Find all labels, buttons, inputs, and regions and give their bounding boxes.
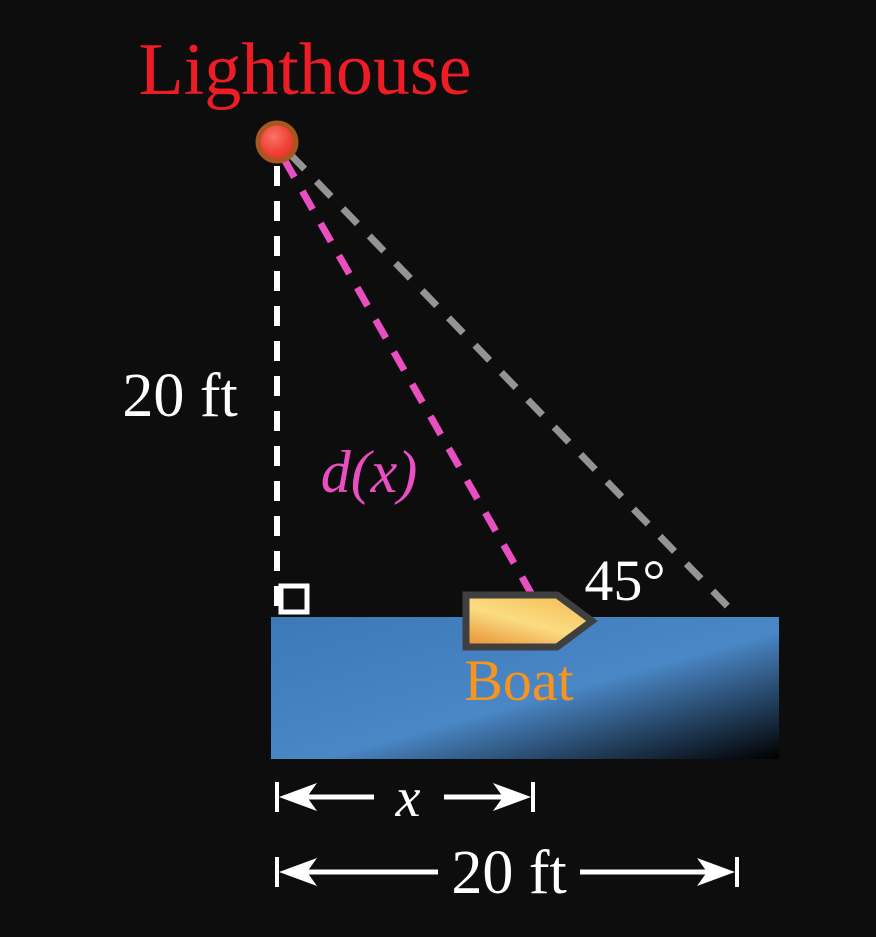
x-dimension — [275, 782, 535, 812]
line-of-sight-45-line — [287, 151, 740, 619]
angle-label: 45° — [584, 548, 665, 613]
base-dimension — [275, 857, 739, 887]
height-label: 20 ft — [122, 362, 237, 430]
right-angle-marker — [278, 583, 310, 615]
left-arrowhead — [279, 783, 317, 811]
left-arrowhead — [279, 858, 317, 886]
distance-dx-line — [280, 157, 535, 595]
distance-function-label: d(x) — [321, 439, 418, 505]
base-dimension-label: 20 ft — [451, 839, 566, 907]
lighthouse-label: Lighthouse — [139, 29, 472, 111]
lighthouse-beacon — [255, 120, 299, 164]
boat-shape — [462, 591, 598, 651]
right-arrowhead — [697, 858, 735, 886]
right-arrowhead — [493, 783, 531, 811]
boat-label: Boat — [464, 648, 574, 713]
x-dimension-label: x — [395, 767, 421, 829]
